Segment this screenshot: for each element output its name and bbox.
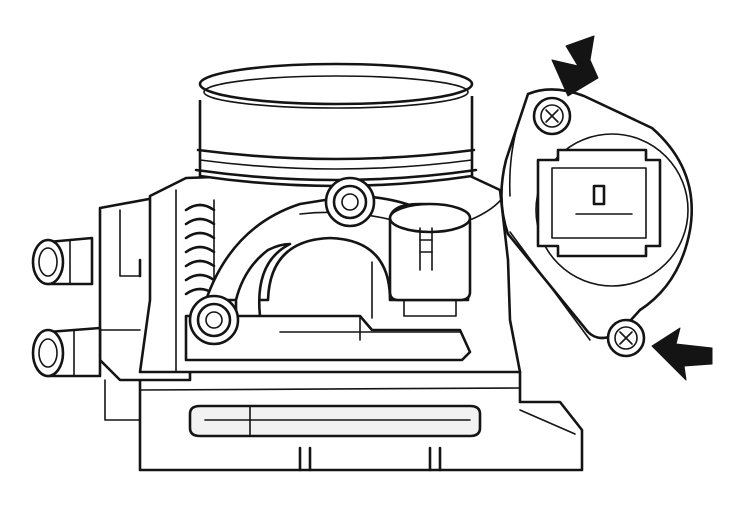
housing-bolt-lower [188,294,240,346]
coolant-pipe-upper [31,236,94,286]
coolant-pipe-lower [31,326,102,378]
arrow-left-icon [651,327,713,381]
bottom-sensor-screw [606,318,646,358]
top-sensor-screw [532,96,572,136]
base-block [138,366,584,472]
arrow-down-icon [551,35,599,97]
idle-valve-connector [388,195,505,317]
intake-neck [194,62,478,188]
housing-bolt-upper [324,176,376,228]
linkage-plate [184,314,472,362]
sensor-connector [536,148,662,258]
